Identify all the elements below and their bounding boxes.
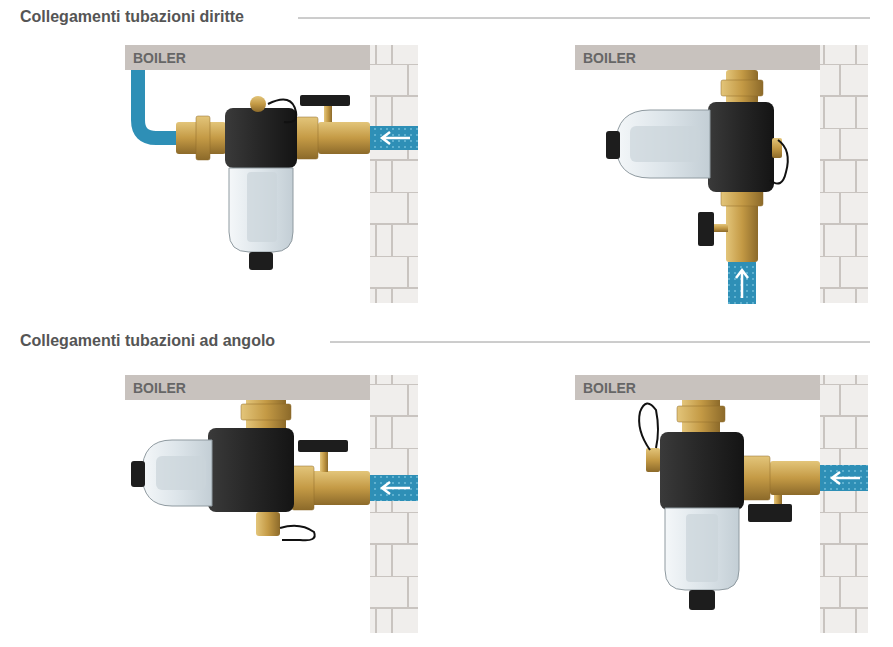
boiler-band: BOILER — [125, 375, 370, 400]
section-rule — [298, 18, 870, 342]
brick-wall — [370, 45, 868, 633]
boiler-label: BOILER — [133, 50, 186, 66]
boiler-band: BOILER — [575, 375, 820, 400]
filter-straight-horizontal — [138, 70, 418, 270]
boiler-label: BOILER — [583, 50, 636, 66]
boiler-band: BOILER — [575, 45, 820, 70]
filter-angled-vertical — [639, 396, 868, 610]
boiler-band: BOILER — [125, 45, 370, 70]
filter-angled-horizontal — [131, 395, 418, 540]
filter-straight-vertical — [606, 70, 788, 304]
section-heading: Collegamenti tubazioni diritte — [20, 8, 250, 26]
boiler-label: BOILER — [583, 380, 636, 396]
boiler-label: BOILER — [133, 380, 186, 396]
section-heading: Collegamenti tubazioni ad angolo — [20, 332, 281, 350]
